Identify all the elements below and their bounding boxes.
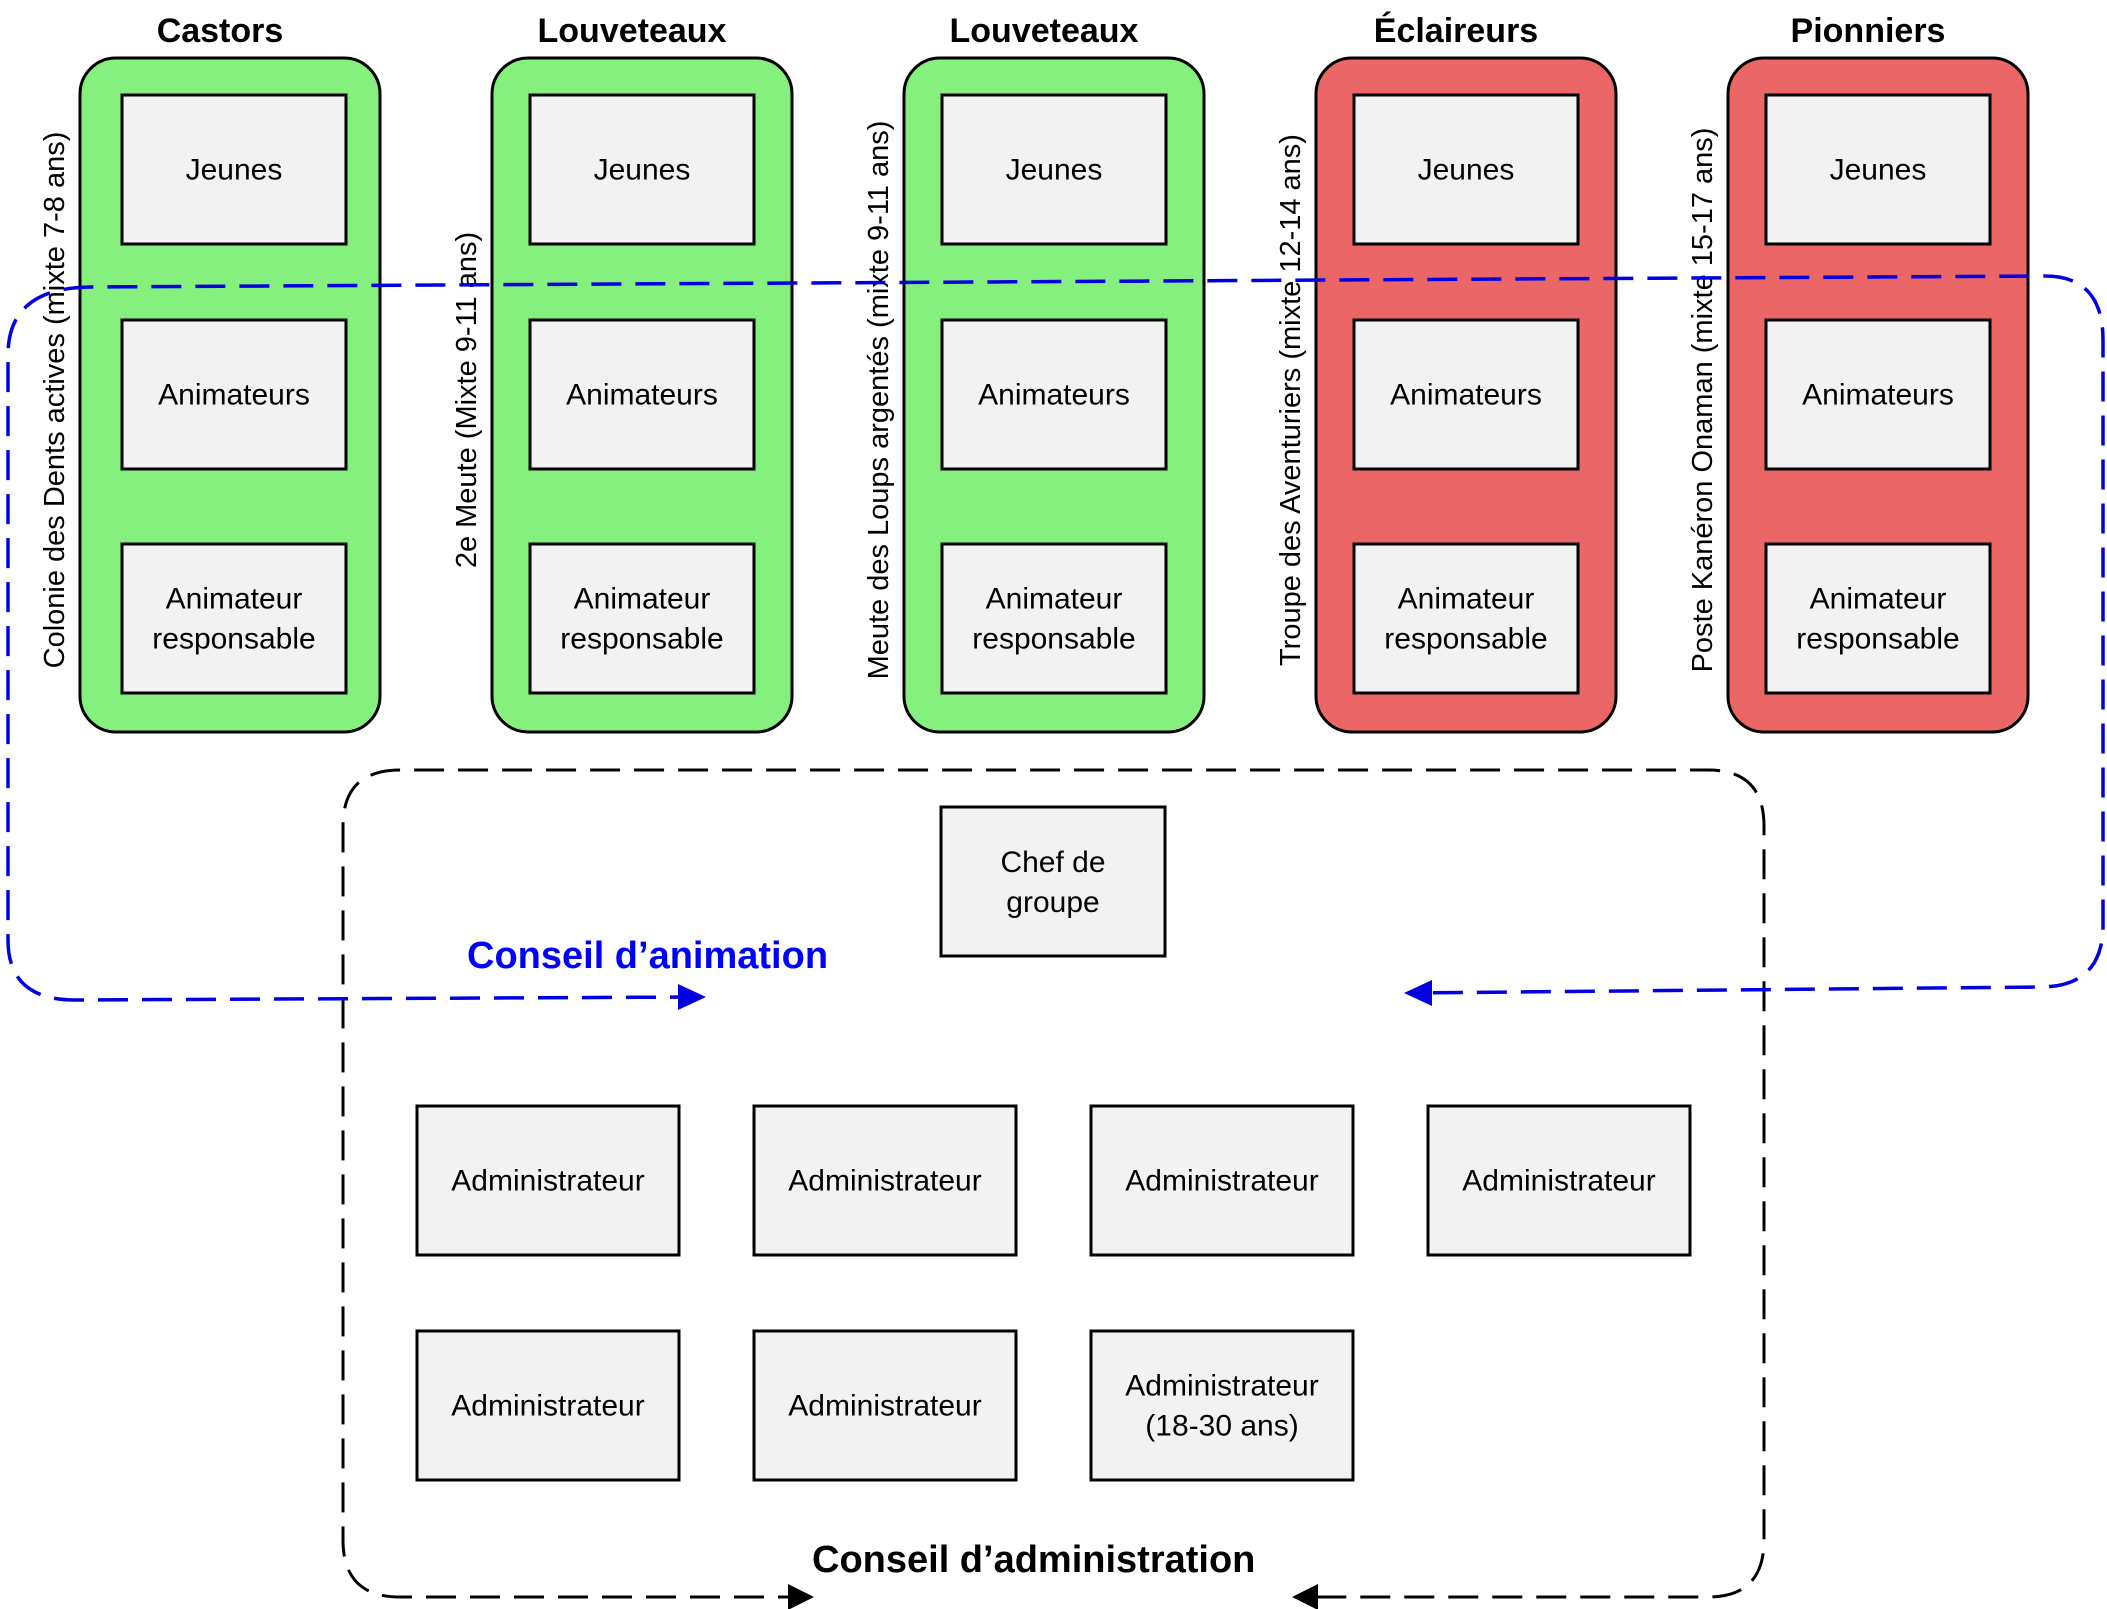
conseil-animation-label: Conseil d’animation: [467, 935, 828, 977]
unit-title: Pionniers: [1791, 12, 1946, 50]
unit-role-box: Animateurs: [120, 318, 348, 471]
administrator-box: Administrateur(18-30 ans): [1089, 1329, 1355, 1482]
unit-title: Louveteaux: [538, 12, 727, 50]
administrator-label: Administrateur: [451, 1165, 644, 1198]
unit-role-label: Animateurs: [978, 379, 1130, 412]
unit-role-label: Animateurs: [158, 379, 310, 412]
administrator-box: Administrateur: [1089, 1104, 1355, 1257]
administrator-label: Administrateur: [1125, 1165, 1318, 1198]
unit-role-label: Jeunes: [1006, 154, 1103, 187]
administrator-box: Administrateur: [415, 1329, 681, 1482]
unit-role-label: Jeunes: [1418, 154, 1515, 187]
unit-role-label: Animateurs: [1802, 379, 1954, 412]
administrator-box: Administrateur: [415, 1104, 681, 1257]
unit-name: Colonie des Dents actives (mixte 7-8 ans…: [39, 132, 71, 669]
animation-arrow-left-head: [1404, 980, 1432, 1006]
unit-title: Castors: [157, 12, 284, 50]
animation-arrow-right-head: [678, 984, 706, 1010]
administrator-box: Administrateur: [1426, 1104, 1692, 1257]
unit-role-box: Animateurs: [1352, 318, 1580, 471]
unit-role-box: Jeunes: [1764, 93, 1992, 246]
administrator-label: Administrateur: [451, 1390, 644, 1423]
unit-role-label: Jeunes: [186, 154, 283, 187]
unit-role-label: Jeunes: [594, 154, 691, 187]
admin-arrow-left-head: [1292, 1584, 1318, 1609]
administrator-label: Administrateur: [788, 1165, 981, 1198]
unit-role-box: Jeunes: [120, 93, 348, 246]
admin-arrow-right-head: [788, 1584, 814, 1609]
conseil-animation-frame: [6, 274, 2105, 1010]
administrator-label: Administrateur: [788, 1390, 981, 1423]
unit-role-box: Animateurs: [528, 318, 756, 471]
unit-role-box: Animateurs: [1764, 318, 1992, 471]
unit-role-box: Animateurs: [940, 318, 1168, 471]
conseil-administration-frame: [341, 768, 1766, 1609]
unit-name: 2e Meute (Mixte 9-11 ans): [451, 232, 483, 568]
administrator-label: Administrateur: [1462, 1165, 1655, 1198]
unit-title: Éclaireurs: [1374, 12, 1538, 50]
unit-role-label: Jeunes: [1830, 154, 1927, 187]
unit-role-box: Jeunes: [528, 93, 756, 246]
unit-2: Louveteaux 2e Meute (Mixte 9-11 ans) Jeune…: [451, 12, 794, 734]
unit-role-box: Jeunes: [1352, 93, 1580, 246]
unit-role-box: Jeunes: [940, 93, 1168, 246]
administrator-box: Administrateur: [752, 1104, 1018, 1257]
unit-title: Louveteaux: [950, 12, 1139, 50]
administrator-label: Administrateur(18-30 ans): [1125, 1370, 1318, 1443]
conseil-administration-label: Conseil d’administration: [812, 1539, 1255, 1581]
unit-name: Meute des Loups argentés (mixte 9-11 ans…: [863, 121, 895, 680]
unit-role-label: Animateurs: [1390, 379, 1542, 412]
unit-role-label: Animateurs: [566, 379, 718, 412]
administrator-box: Administrateur: [752, 1329, 1018, 1482]
unit-name: Troupe des Aventuriers (mixte 12-14 ans): [1275, 134, 1307, 666]
unit-name: Poste Kanéron Onaman (mixte 15-17 ans): [1687, 128, 1719, 673]
